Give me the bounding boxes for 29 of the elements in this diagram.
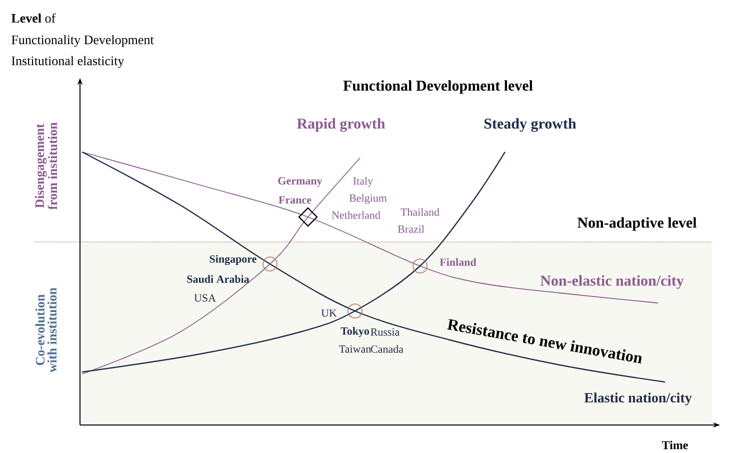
country-label: Germany xyxy=(278,177,322,187)
axis-title: Institutional elasticity xyxy=(12,56,124,68)
country-label: Italy xyxy=(353,177,374,187)
country-label: France xyxy=(278,196,312,204)
country-label: Canada xyxy=(370,345,404,353)
country-label: Tokyo xyxy=(340,327,370,337)
country-label: UK xyxy=(321,309,337,317)
country-label: Singapore xyxy=(210,254,256,266)
country-label: Taiwan xyxy=(339,345,371,353)
curve-label: Rapid growth xyxy=(297,118,385,132)
curve-label: Non-elastic nation/city xyxy=(540,275,684,289)
axis-title: Time xyxy=(662,440,688,450)
country-label: USA xyxy=(194,294,216,302)
axis-title: Level of xyxy=(11,13,56,23)
curve-heading: Functional Development level xyxy=(343,80,533,94)
country-label: Russia xyxy=(370,328,400,336)
zone-label: Disengagement from institution xyxy=(34,122,58,210)
country-label: Netherland xyxy=(332,211,380,219)
trend-label: Resistance to new innovation xyxy=(447,318,642,364)
country-label: Belgium xyxy=(349,194,387,204)
curve-label: Steady growth xyxy=(484,118,576,132)
country-label: Brazil xyxy=(398,225,424,233)
country-label: Finland xyxy=(440,258,476,266)
level-label: Non-adaptive level xyxy=(578,217,697,231)
axis-title: Functionality Development xyxy=(12,35,154,47)
curve-label: Elastic nation/city xyxy=(584,392,692,406)
country-label: Saudi Arabia xyxy=(187,275,250,283)
zone-label: Co-evolution with institution xyxy=(35,288,57,372)
country-label: Thailand xyxy=(400,208,440,216)
